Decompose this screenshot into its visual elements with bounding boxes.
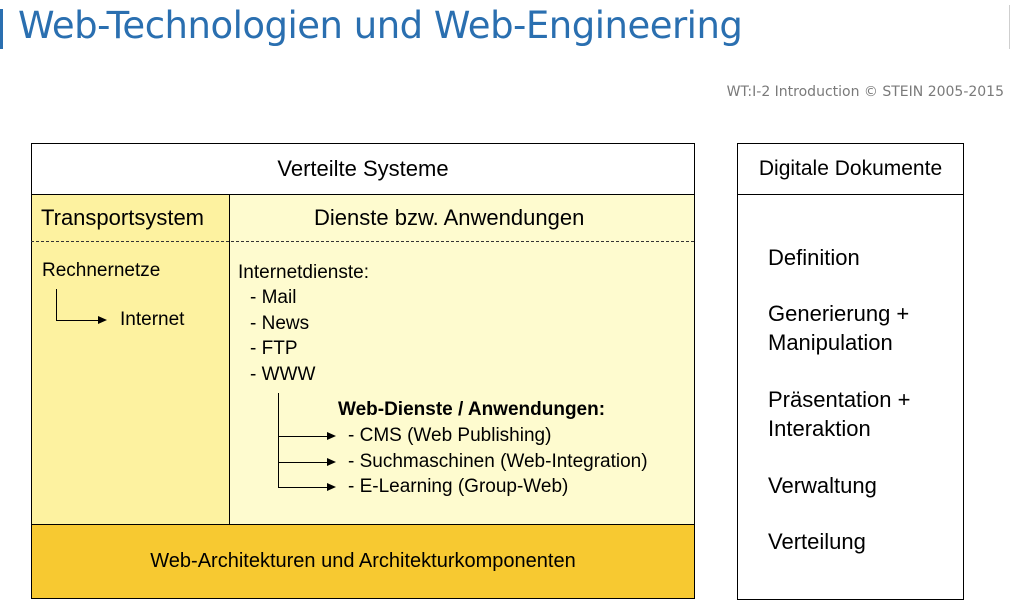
dokument-item-generierung: Generierung + xyxy=(768,301,910,326)
dienste-box xyxy=(229,194,695,525)
web-dienste-heading: Web-Dienste / Anwendungen: xyxy=(338,399,606,420)
rechnernetze-label: Rechnernetze xyxy=(42,260,161,281)
dokument-item-interaktion: Interaktion xyxy=(768,416,871,441)
transportsystem-box xyxy=(31,194,230,525)
service-item: - FTP xyxy=(250,338,298,359)
digitale-dokumente-box xyxy=(737,143,964,600)
arrow-head-icon xyxy=(327,458,336,466)
service-item: - Mail xyxy=(250,287,297,308)
architektur-label: Web-Architekturen und Architekturkompone… xyxy=(150,550,576,572)
web-dienst-item: - E-Learning (Group-Web) xyxy=(348,476,569,497)
architektur-box: Web-Architekturen und Architekturkompone… xyxy=(31,524,695,599)
verteilte-systeme-box: Verteilte Systeme xyxy=(31,143,695,195)
dokument-item-verteilung: Verteilung xyxy=(768,529,866,554)
dienste-heading: Dienste bzw. Anwendungen xyxy=(314,205,585,230)
www-connector-horizontal xyxy=(278,436,328,437)
connector-horizontal xyxy=(56,320,99,321)
web-dienst-item: - Suchmaschinen (Web-Integration) xyxy=(348,451,648,472)
header-divider-dashed xyxy=(31,241,694,242)
connector-vertical xyxy=(56,289,57,321)
verteilte-systeme-label: Verteilte Systeme xyxy=(277,156,449,181)
internet-label: Internet xyxy=(120,309,185,330)
dokument-item-verwaltung: Verwaltung xyxy=(768,473,877,498)
header-edge-line xyxy=(1009,5,1010,49)
www-connector-horizontal xyxy=(278,462,328,463)
title-accent-bar xyxy=(0,9,3,49)
transportsystem-heading: Transportsystem xyxy=(41,205,205,230)
service-item: - News xyxy=(250,313,310,334)
arrow-head-icon xyxy=(327,432,336,440)
dokument-item-manipulation: Manipulation xyxy=(768,330,893,355)
slide-credit: WT:I-2 Introduction © STEIN 2005-2015 xyxy=(726,84,1004,100)
page-title: Web-Technologien und Web-Engineering xyxy=(18,4,743,47)
digitale-dokumente-heading: Digitale Dokumente xyxy=(758,156,943,180)
web-dienst-item: - CMS (Web Publishing) xyxy=(348,425,552,446)
arrow-head-icon xyxy=(98,316,107,324)
dokument-item-definition: Definition xyxy=(768,245,860,270)
digitale-dokumente-header: Digitale Dokumente xyxy=(737,143,964,195)
www-connector-horizontal xyxy=(278,487,328,488)
arrow-head-icon xyxy=(327,483,336,491)
service-item: - WWW xyxy=(250,364,316,385)
dokument-item-praesentation: Präsentation + xyxy=(768,387,911,412)
internetdienste-label: Internetdienste: xyxy=(238,262,369,283)
www-connector-vertical xyxy=(278,393,279,488)
